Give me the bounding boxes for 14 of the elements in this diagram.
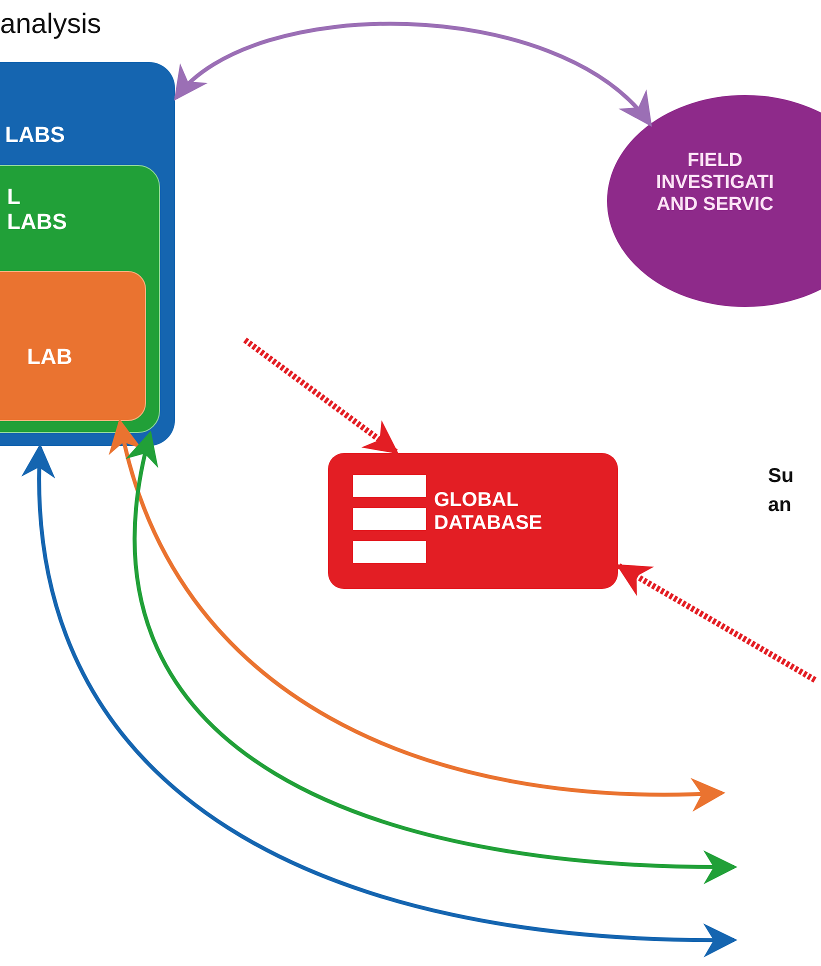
arrow [174,22,652,127]
arrow [111,418,726,811]
node-label: LAB [27,344,74,370]
database-box [328,453,618,589]
node-label: LABS [5,122,66,148]
arrow [616,563,816,683]
node-label: FIELD INVESTIGATI AND SERVIC [655,150,775,216]
arrow [128,430,738,884]
node-label: L LABS [7,184,68,235]
arrow [243,338,399,454]
note-text: Su an [768,464,795,518]
arrow [24,444,738,956]
heading-text: analysis [0,7,102,41]
node-label: GLOBAL DATABASE [434,489,544,535]
